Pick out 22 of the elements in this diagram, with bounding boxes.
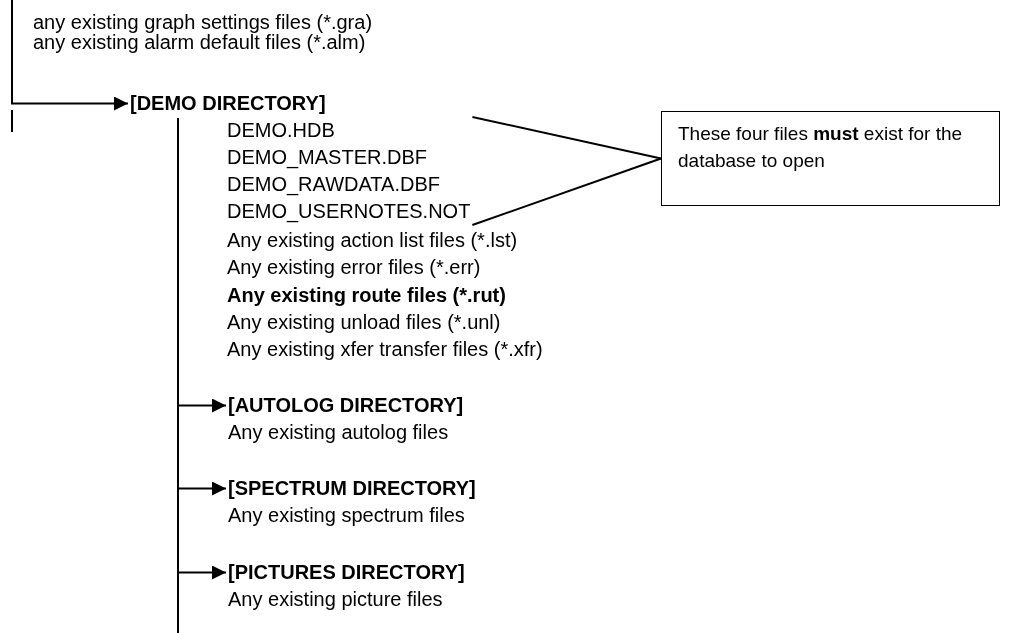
file-name: Any existing autolog files — [228, 420, 449, 445]
file-name: DEMO_USERNOTES.NOT — [227, 199, 471, 225]
note-box: These four files must exist for the database to open — [661, 111, 1000, 206]
folder-heading: [AUTOLOG DIRECTORY] — [228, 393, 464, 418]
folder-heading: [SPECTRUM DIRECTORY] — [228, 476, 476, 501]
file-description: Any existing unload files (*.unl) — [227, 310, 501, 335]
file-name: Any existing picture files — [228, 587, 443, 612]
file-name: Any existing spectrum files — [228, 503, 465, 528]
file-description: Any existing error files (*.err) — [227, 255, 481, 280]
file-description: Any existing route files (*.rut) — [227, 283, 506, 308]
file-description: Any existing action list files (*.lst) — [227, 228, 518, 253]
folder-heading: [PICTURES DIRECTORY] — [228, 560, 465, 585]
leader-line — [471, 116, 662, 160]
arrow — [177, 117, 227, 580]
file-description: Any existing xfer transfer files (*.xfr) — [227, 337, 543, 362]
file-description: any existing graph settings files (*.gra) — [33, 10, 373, 35]
arrow — [11, 0, 129, 111]
file-name: DEMO_MASTER.DBF — [227, 145, 428, 171]
file-name: DEMO.HDB — [227, 118, 335, 143]
folder-heading: [DEMO DIRECTORY] — [130, 90, 370, 117]
leader-line — [471, 157, 662, 226]
file-name: DEMO_RAWDATA.DBF — [227, 172, 440, 198]
